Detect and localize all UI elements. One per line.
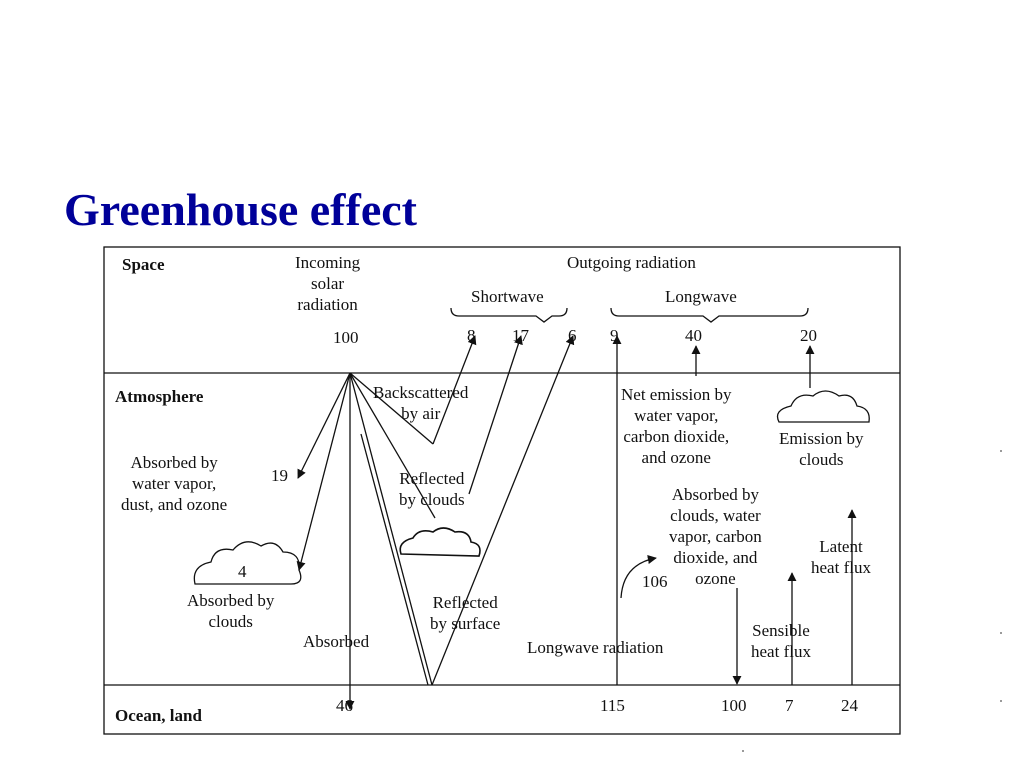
speck [742,750,744,752]
value-reflected-surface: 6 [568,326,577,345]
absorbed-label: Absorbed [303,632,370,651]
greenhouse-diagram: Space Atmosphere Ocean, land Incoming so… [103,246,901,736]
longwave-label: Longwave [665,287,737,306]
cloud-right-icon [776,390,870,423]
reflected-clouds-label: Reflected by clouds [399,469,465,509]
value-longwave-surface: 9 [610,326,619,345]
value-latent: 24 [841,696,858,715]
incoming-value: 100 [333,328,359,347]
absorbed-vapor-label: Absorbed by water vapor, dust, and ozone [121,453,228,514]
clouds-up [468,335,523,495]
value-cloud-emission: 20 [800,326,817,345]
value-reflected-clouds: 17 [512,326,529,345]
sensible-label: Sensible heat flux [751,621,811,661]
value-absorbed-gases: 106 [642,572,668,591]
ray-to-surface [349,372,433,686]
value-absorbed-surface: 46 [336,696,353,715]
longwave-bracket [610,307,809,323]
diagram-lines [103,246,901,735]
value-absorbed-clouds: 4 [238,562,247,581]
ray-surface-back [360,433,429,686]
absorbed-gases-label: Absorbed by clouds, water vapor, carbon … [669,485,762,588]
backscattered-label: Backscattered by air [373,383,469,423]
ray-to-backscatter [349,372,434,445]
value-longwave-surface-emitted: 115 [600,696,625,715]
backscatter-up [432,335,477,445]
value-back-radiation: 100 [721,696,747,715]
speck [1000,700,1002,702]
value-sensible: 7 [785,696,794,715]
ray-vapor [297,372,351,479]
value-absorbed-vapor: 19 [271,466,288,485]
speck [1000,632,1002,634]
reflected-surface-label: Reflected by surface [430,593,501,633]
layer-space: Space [122,255,165,274]
absorbed-clouds-label: Absorbed by clouds [187,591,275,631]
incoming-label: Incoming solar radiation [295,253,361,314]
shortwave-bracket [450,307,568,323]
surface-up [431,335,575,686]
value-net-emission: 40 [685,326,702,345]
outgoing-label: Outgoing radiation [567,253,696,272]
cloud-left-icon [193,541,302,585]
latent-label: Latent heat flux [811,537,871,577]
shortwave-label: Shortwave [471,287,544,306]
diagram-frame [103,246,901,735]
absorbed-gases-curve [620,554,657,599]
slide-title: Greenhouse effect [64,184,417,235]
cloud-mid-icon [399,527,481,557]
net-emission-label: Net emission by water vapor, carbon diox… [621,385,732,467]
layer-surface: Ocean, land [115,706,202,725]
value-backscattered-air: 8 [467,326,476,345]
emission-clouds-label: Emission by clouds [779,429,864,469]
layer-atmosphere: Atmosphere [115,387,204,406]
longwave-radiation-label: Longwave radiation [527,638,664,657]
ray-clouds-absorbed [296,372,351,571]
speck [1000,450,1002,452]
ray-to-clouds [349,372,436,519]
